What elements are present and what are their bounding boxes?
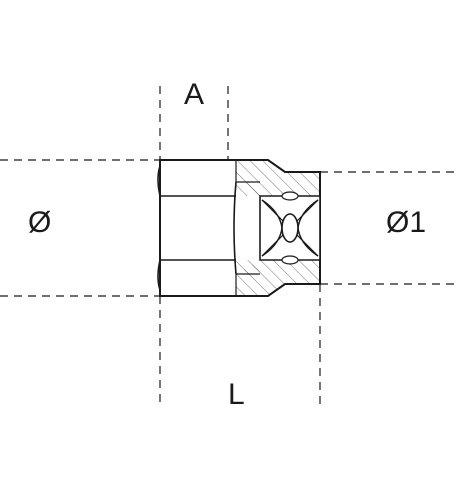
dimension-label-length: L — [228, 378, 245, 411]
ball-detent-hole — [281, 213, 299, 243]
ball-detent-notch-top — [281, 191, 299, 201]
dimension-label-diameter-1: Ø1 — [386, 206, 427, 239]
dimension-label-a: A — [184, 78, 205, 111]
hex-bore-end — [233, 181, 237, 275]
dimension-label-diameter: Ø — [28, 206, 52, 239]
hatched-section-middle-top — [236, 182, 260, 196]
hatched-section-middle-bottom — [236, 260, 260, 274]
ball-detent-notch-bottom — [281, 255, 299, 265]
hex-bore — [157, 165, 161, 291]
